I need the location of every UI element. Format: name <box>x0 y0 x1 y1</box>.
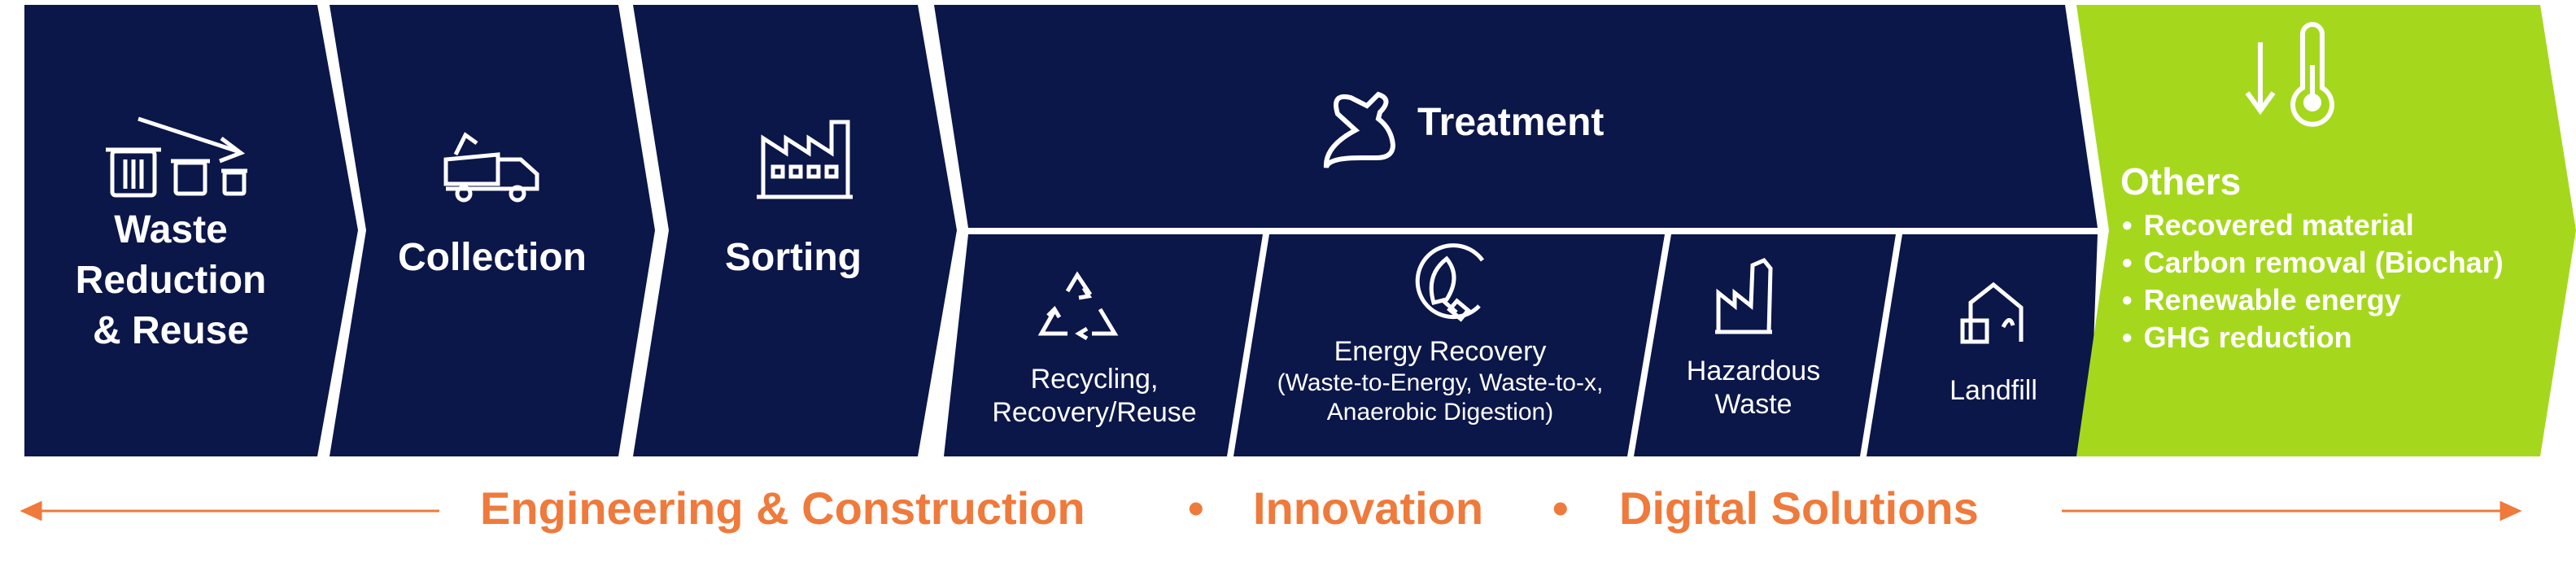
waste-reduction-line-3: & Reuse <box>92 309 250 352</box>
stage-treatment-header-shape <box>934 5 2098 228</box>
recycling-line-2: Recovery/Reuse <box>992 396 1197 428</box>
footer-innovation: Innovation <box>1253 482 1484 534</box>
others-item: Renewable energy <box>2122 282 2504 319</box>
landfill-icon <box>1960 282 2024 344</box>
footer-separator-2: • <box>1552 482 1569 534</box>
others-item: GHG reduction <box>2122 319 2504 356</box>
waste-reduction-line-1: Waste <box>114 208 228 251</box>
stage-collection-label: Collection <box>397 236 587 279</box>
trash-bins-icon <box>106 116 247 198</box>
stage-waste-reduction-label: Waste Reduction & Reuse <box>49 205 293 356</box>
stage-sorting-label: Sorting <box>725 236 862 279</box>
stage-landfill-label: Landfill <box>1949 375 2037 406</box>
stage-hazardous-label: Hazardous Waste <box>1652 355 1855 421</box>
footer-left-arrow <box>20 500 439 522</box>
garbage-truck-icon <box>443 132 539 203</box>
energy-recovery-line-3: Anaerobic Digestion) <box>1326 398 1554 426</box>
stage-treatment-label: Treatment <box>1417 101 1605 144</box>
stage-recycling-label: Recycling, Recovery/Reuse <box>952 363 1237 430</box>
stage-recycling-shape <box>944 234 1263 456</box>
leaf-plug-icon <box>1415 243 1485 322</box>
thermometer-down-icon <box>2245 22 2334 127</box>
stage-landfill-shape <box>1867 234 2098 456</box>
recycling-line-1: Recycling, <box>1030 364 1159 395</box>
energy-recovery-line-2: (Waste-to-Energy, Waste-to-x, <box>1277 369 1604 396</box>
waste-reduction-line-2: Reduction <box>75 259 267 302</box>
recycle-icon <box>1037 271 1119 341</box>
others-item: Recovered material <box>2122 207 2504 244</box>
hazardous-line-1: Hazardous <box>1686 356 1821 386</box>
stage-hazardous-shape <box>1634 234 1896 456</box>
others-title: Others <box>2120 160 2242 203</box>
others-list: Recovered material Carbon removal (Bioch… <box>2122 207 2504 356</box>
factory-icon <box>757 120 853 199</box>
footer-engineering-construction: Engineering & Construction <box>480 482 1085 534</box>
footer-separator-1: • <box>1188 482 1204 534</box>
hazardous-factory-icon <box>1715 257 1773 334</box>
stage-energy-recovery-label: Energy Recovery (Waste-to-Energy, Waste-… <box>1237 335 1644 427</box>
stage-collection-shape <box>330 5 655 456</box>
others-item: Carbon removal (Biochar) <box>2122 244 2504 282</box>
footer-digital-solutions: Digital Solutions <box>1619 482 1979 534</box>
stage-sorting-shape <box>633 5 957 456</box>
stage-waste-reduction-shape <box>24 5 358 456</box>
energy-recovery-line-1: Energy Recovery <box>1334 336 1547 367</box>
hazardous-line-2: Waste <box>1714 388 1792 420</box>
stage-energy-recovery-shape <box>1233 234 1665 456</box>
footer-right-arrow <box>2062 500 2522 522</box>
garbage-bag-icon <box>1323 91 1396 169</box>
